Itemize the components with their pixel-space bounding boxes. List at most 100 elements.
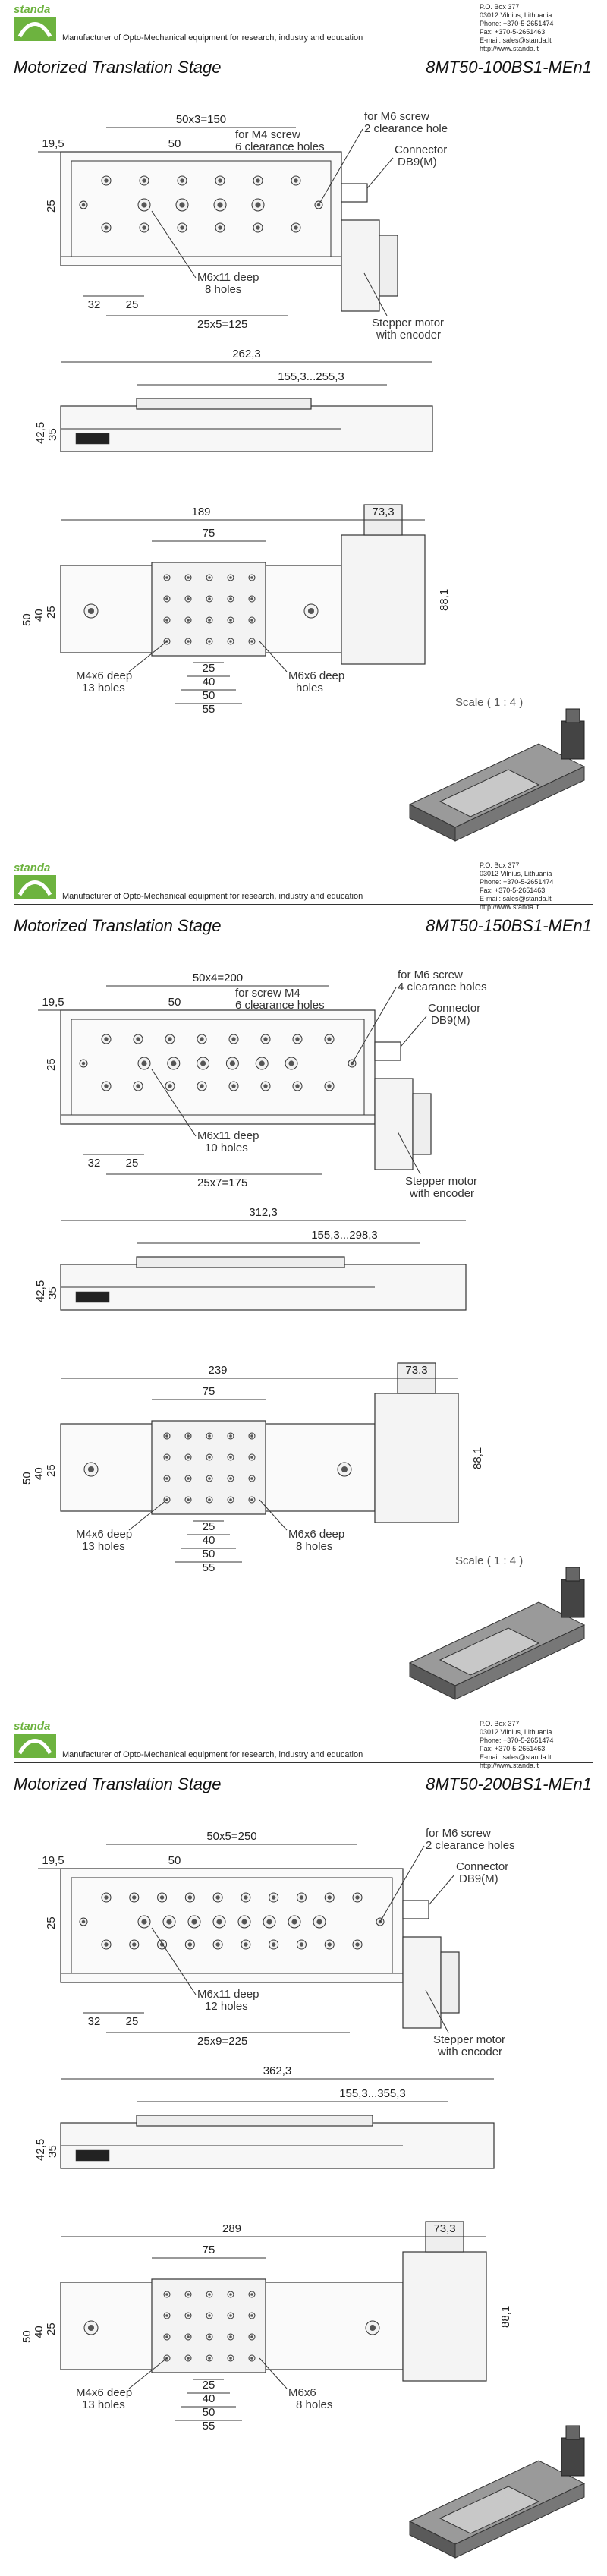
dim-bottom-b: 25 [126,298,139,311]
label-connector-type: DB9(M) [459,1872,498,1885]
contact-line: P.O. Box 377 [480,861,520,869]
label-motor: Stepper motor [433,2033,505,2046]
dim-bottom-a: 32 [88,2015,101,2028]
m4-threaded-hole [206,616,213,624]
label-m6-deep: M6x11 deep [197,271,259,284]
label-connector-type: DB9(M) [431,1014,470,1027]
label-m6-note: for M6 screw [364,110,429,123]
m4-clearance-hole [241,1939,251,1950]
stage-body-top [60,1009,376,1125]
header-rule [14,904,593,905]
dim-hole-span-label: 50x4=200 [193,972,243,984]
m4-clearance-hole [260,1034,271,1044]
m4-clearance-hole [253,175,263,186]
m6-threaded-hole [213,198,227,212]
m4-threaded-hole [163,574,171,581]
m6-threaded-hole [175,198,189,212]
label-connector: Connector [428,1002,480,1015]
label-m6x6-count: holes [296,682,323,694]
dim-v25: 25 [45,1464,58,1477]
m4-threaded-hole [227,1432,234,1440]
m4-threaded-hole [248,2333,256,2341]
dim-carriage-c55: 55 [203,703,215,716]
label-connector: Connector [456,1860,508,1873]
m4-clearance-hole [324,1034,335,1044]
m4-threaded-hole [248,616,256,624]
dim-carriage-label: 75 [203,1385,215,1398]
m4-threaded-hole [227,2354,234,2362]
m4-threaded-hole [184,1475,192,1482]
m4-threaded-hole [184,1432,192,1440]
m4-threaded-hole [227,1475,234,1482]
m6-clearance-hole [79,200,88,209]
m4-threaded-hole [248,595,256,603]
m4-clearance-hole [101,1939,112,1950]
contact-line: Fax: +370-5-2651463 [480,28,546,36]
label-m6-count: 2 clearance hole [364,122,448,135]
dim-pitch-mid: 50 [168,1854,181,1867]
m4-clearance-hole [197,1081,207,1091]
dim-pitch-mid: 50 [168,137,181,150]
dim-width-25: 25 [45,1916,58,1929]
m4-threaded-hole [184,1453,192,1461]
stage-body-top [60,1868,404,1983]
contact-line: E-mail: sales@standa.lt [480,36,552,44]
contact-line: Phone: +370-5-2651474 [480,1737,554,1744]
m4-clearance-hole [133,1081,143,1091]
stage-body-top [60,151,342,266]
m4-threaded-hole [206,1475,213,1482]
label-motor: Stepper motor [405,1175,477,1188]
m4-clearance-hole [101,1892,112,1903]
dim-bottom-b: 25 [126,1157,139,1170]
m4-threaded-hole [206,1432,213,1440]
label-connector-type: DB9(M) [398,156,437,168]
m4-threaded-hole [184,616,192,624]
contact-line: 03012 Vilnius, Lithuania [480,870,552,877]
m4-clearance-hole [165,1081,175,1091]
m4-clearance-hole [197,1034,207,1044]
dim-pitch-left: 19,5 [42,1854,64,1867]
carriage-side [136,1256,345,1268]
dim-carriage-c25: 25 [203,2379,215,2392]
m4-clearance-hole [215,175,225,186]
m6-threaded-hole [251,198,265,212]
scale-label: Scale ( 1 : 4 ) [455,696,523,709]
m4-clearance-hole [129,1892,140,1903]
m4-threaded-hole [248,1475,256,1482]
model-number: 8MT50-100BS1-MEn1 [426,58,592,77]
dim-motor-label: 73,3 [405,1364,427,1377]
m4-threaded-hole [248,638,256,645]
dim-pitch-mid: 50 [168,996,181,1009]
contact-line: E-mail: sales@standa.lt [480,895,552,902]
connector-db9 [341,183,368,203]
m6-hole [304,603,319,619]
m4-clearance-hole [324,1081,335,1091]
m4-clearance-hole [101,222,112,233]
dim-carriage-c25: 25 [203,662,215,675]
m4-threaded-hole [163,616,171,624]
label-m6x6: M6x6 deep [288,1528,344,1541]
label-connector: Connector [395,143,447,156]
label-motor-encoder: with encoder [376,329,441,342]
m4-clearance-hole [253,222,263,233]
dim-carriage-c40: 40 [203,675,215,688]
m4-clearance-hole [177,222,187,233]
label-m6-count: 2 clearance holes [426,1839,515,1852]
m4-threaded-hole [184,1496,192,1504]
m6-threaded-hole [137,1915,151,1929]
dim-carriage-c55: 55 [203,2420,215,2433]
dim-v25: 25 [45,2322,58,2335]
contact-line: P.O. Box 377 [480,1720,520,1727]
dim-carriage-c55: 55 [203,1561,215,1574]
m4-clearance-hole [215,222,225,233]
m4-clearance-hole [241,1892,251,1903]
dim-carriage-c25: 25 [203,1520,215,1533]
label-m6x6: M6x6 deep [288,669,344,682]
